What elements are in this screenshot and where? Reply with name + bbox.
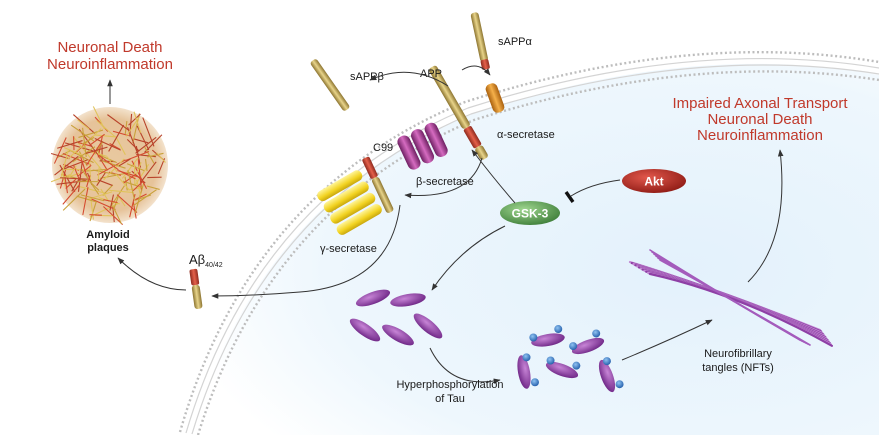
sappa-fragment-icon [470,12,490,70]
gsk3-label: GSK-3 [512,207,549,221]
arrow-abeta-plaque [118,258,186,290]
plaque-outcome-line2: Neuroinflammation [47,56,173,73]
app-label: APP [420,68,442,80]
hyper-label-line1: Hyperphosphorylation [396,379,503,391]
abeta-label-sub: 40/42 [205,262,223,269]
tangle-outcome-line3: Neuroinflammation [697,127,823,144]
abeta-label: Aβ40/42 [189,252,223,269]
amyloid-plaque-icon [51,106,168,224]
alpha-secretase-label: α-secretase [497,129,555,141]
akt-label: Akt [644,175,663,189]
nft-label-line2: tangles (NFTs) [702,362,774,374]
sappb-fragment-icon [310,58,351,112]
plaque-outcome-line1: Neuronal Death [57,39,162,56]
tangle-outcome-line1: Impaired Axonal Transport [672,95,848,112]
gamma-secretase-label: γ-secretase [320,243,377,255]
nft-label-line1: Neurofibrillary [704,348,772,360]
c99-label: C99 [373,142,393,154]
sappa-label: sAPPα [498,36,533,48]
tangle-outcome-line2: Neuronal Death [707,111,812,128]
plaques-label-line2: plaques [87,242,129,254]
plaques-label-line1: Amyloid [86,229,129,241]
hyper-label-line2: of Tau [435,393,465,405]
abeta-fragment-icon [189,269,202,310]
beta-secretase-label: β-secretase [416,176,474,188]
abeta-label-main: Aβ [189,252,205,267]
